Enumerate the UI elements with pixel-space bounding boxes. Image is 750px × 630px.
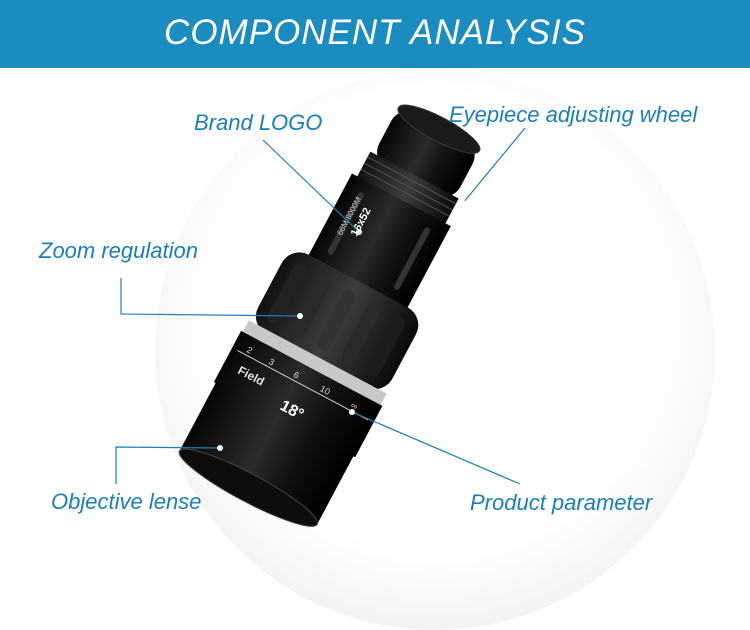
scale-band xyxy=(213,330,383,458)
zoom-leader xyxy=(120,278,301,317)
brand-leader xyxy=(262,139,360,233)
scale-mark: 2 xyxy=(245,345,254,356)
leader-dots xyxy=(217,200,466,451)
product-parameter-label: Product parameter xyxy=(470,490,653,515)
silver-ring xyxy=(242,320,387,406)
header-banner: COMPONENT ANALYSIS xyxy=(0,0,750,68)
objective-barrel xyxy=(179,382,354,525)
scale-mark: 6 xyxy=(292,369,301,380)
monocular-diagram: 2 3 6 10 ∞ Field 18° 16x52 66M/8000M xyxy=(115,104,526,527)
scale-mark: ∞ xyxy=(349,400,359,412)
monocular: 2 3 6 10 ∞ Field 18° 16x52 66M/8000M xyxy=(178,104,481,527)
eyepiece-leader xyxy=(462,127,526,204)
objective-leader xyxy=(115,446,221,484)
page-title: COMPONENT ANALYSIS xyxy=(164,13,586,52)
objective-lens-label: Objective lense xyxy=(51,489,202,514)
scale-mark: 10 xyxy=(318,383,332,397)
leader-lines xyxy=(115,127,526,485)
objective-lens xyxy=(178,448,319,527)
zoom-grip xyxy=(255,252,419,390)
scale-mark: 3 xyxy=(267,356,276,367)
zoom-regulation-label: Zoom regulation xyxy=(39,238,198,263)
eyepiece-wheel-label: Eyepiece adjusting wheel xyxy=(449,102,698,127)
param-leader xyxy=(351,411,521,485)
brand-logo-label: Brand LOGO xyxy=(194,110,323,135)
eyepiece-wheel xyxy=(356,151,459,226)
